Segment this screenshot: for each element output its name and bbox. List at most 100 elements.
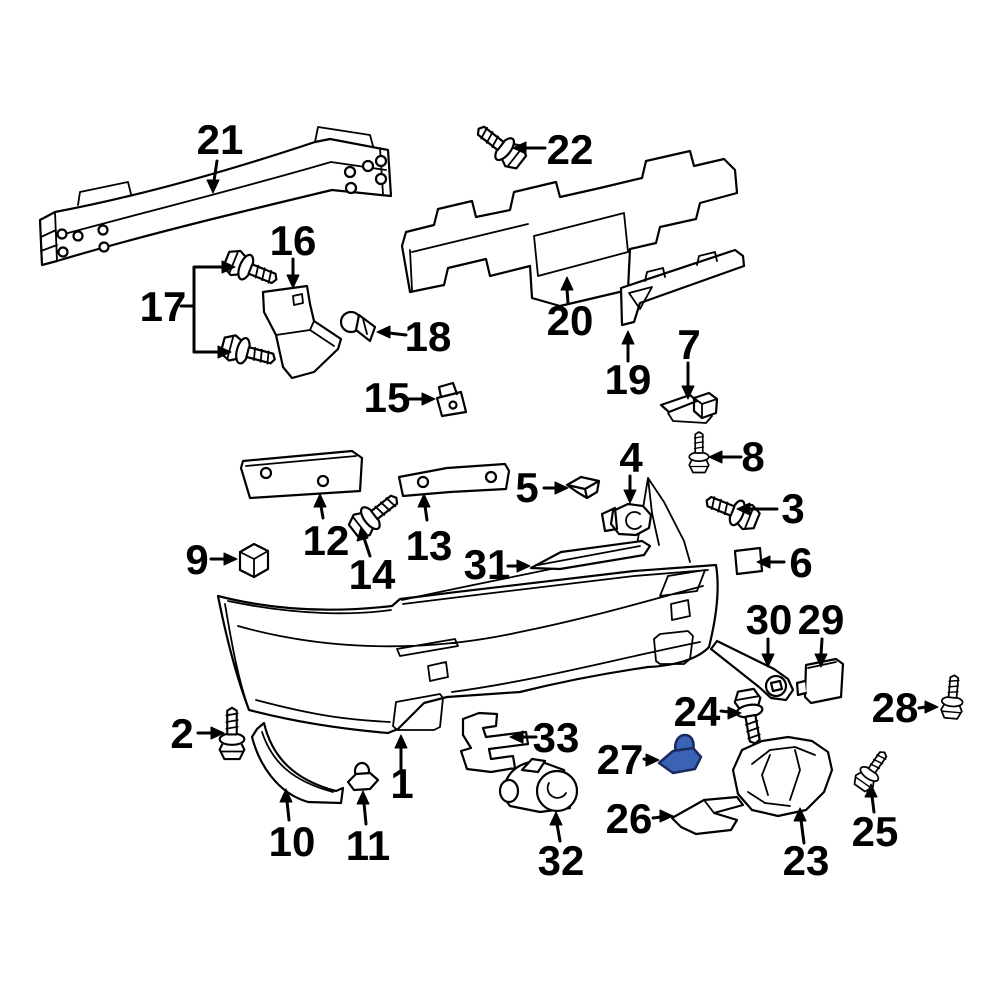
callout-label[interactable]: 29 (798, 596, 845, 643)
callout-13[interactable]: 13 (406, 493, 453, 569)
callout-25[interactable]: 25 (852, 783, 899, 855)
absorber-side-details (628, 251, 718, 323)
part-mud-guard (250, 721, 345, 805)
callout-label[interactable]: 26 (606, 795, 653, 842)
callout-label[interactable]: 7 (677, 321, 700, 368)
part-corner-clip (565, 475, 601, 500)
callout-label[interactable]: 16 (270, 217, 317, 264)
absorber-side-outline (619, 248, 746, 327)
push-clip-base (346, 771, 380, 792)
callout-label[interactable]: 2 (170, 710, 193, 757)
bracket-left-edge (245, 455, 357, 467)
callout-label[interactable]: 30 (746, 596, 793, 643)
part-molding-strip (529, 539, 652, 571)
callout-label[interactable]: 18 (405, 313, 452, 360)
callout-5[interactable]: 5 (515, 464, 569, 511)
callout-label[interactable]: 25 (852, 808, 899, 855)
part-side-bracket-left (239, 449, 364, 500)
callout-31[interactable]: 31 (464, 541, 531, 588)
sensor-face-detail (546, 782, 567, 799)
callout-label[interactable]: 22 (547, 126, 594, 173)
callout-label[interactable]: 19 (605, 356, 652, 403)
callout-33[interactable]: 33 (509, 714, 580, 761)
bracket-left-outline (239, 449, 364, 500)
callout-22[interactable]: 22 (512, 126, 594, 173)
callout-6[interactable]: 6 (756, 539, 813, 586)
impact-bar-hole (98, 241, 110, 253)
callout-27[interactable]: 27 (597, 736, 660, 783)
impact-bar-details (39, 126, 387, 266)
part-clip-seat (659, 391, 719, 424)
mud-guard-line (261, 731, 334, 793)
selected-clip-base[interactable] (657, 746, 703, 775)
callout-label[interactable]: 4 (619, 434, 643, 481)
callout-30[interactable]: 30 (746, 596, 793, 668)
callout-16[interactable]: 16 (270, 217, 317, 289)
part-cube-clip (238, 542, 270, 579)
callout-label[interactable]: 17 (140, 283, 187, 330)
callout-label[interactable]: 32 (538, 837, 585, 884)
callout-28[interactable]: 28 (872, 684, 939, 731)
callout-label[interactable]: 14 (349, 551, 396, 598)
callout-11[interactable]: 11 (346, 790, 390, 869)
callout-label[interactable]: 21 (197, 116, 244, 163)
callout-label[interactable]: 12 (303, 517, 350, 564)
callout-label[interactable]: 11 (346, 822, 390, 869)
callout-21[interactable]: 21 (197, 116, 244, 194)
callout-label[interactable]: 10 (269, 818, 316, 865)
callout-label[interactable]: 20 (547, 297, 594, 344)
part-square-clip (733, 546, 764, 576)
callout-label[interactable]: 33 (533, 714, 580, 761)
molding-line (537, 545, 641, 566)
callout-15[interactable]: 15 (364, 374, 436, 421)
part-selected-clip[interactable] (657, 733, 703, 775)
callout-label[interactable]: 9 (185, 536, 208, 583)
part-park-sensor (498, 757, 579, 814)
callout-19[interactable]: 19 (605, 330, 652, 403)
callout-20[interactable]: 20 (547, 276, 594, 344)
impact-bar-hole (56, 228, 68, 240)
callout-9[interactable]: 9 (185, 536, 238, 583)
callout-4[interactable]: 4 (619, 434, 643, 504)
callout-label[interactable]: 13 (406, 522, 453, 569)
wrench-hole (769, 679, 784, 693)
callout-29[interactable]: 29 (798, 596, 845, 668)
callout-26[interactable]: 26 (606, 795, 674, 842)
callout-7[interactable]: 7 (677, 321, 701, 400)
sensor-face (535, 769, 579, 813)
callout-1[interactable]: 1 (390, 734, 414, 807)
callout-12[interactable]: 12 (303, 493, 350, 564)
callout-label[interactable]: 15 (364, 374, 411, 421)
callout-32[interactable]: 32 (538, 811, 585, 884)
part-foam-block (731, 735, 834, 818)
callout-18[interactable]: 18 (376, 313, 452, 360)
callout-3[interactable]: 3 (736, 485, 805, 532)
callout-label[interactable]: 5 (515, 464, 538, 511)
part-tow-cover (795, 657, 845, 705)
callout-label[interactable]: 28 (872, 684, 919, 731)
bolt-icon (700, 487, 763, 534)
retainer-hole (448, 400, 458, 410)
pad-outline (670, 795, 745, 836)
callout-14[interactable]: 14 (349, 526, 396, 598)
callout-2[interactable]: 2 (170, 710, 225, 757)
callout-label[interactable]: 27 (597, 736, 644, 783)
callout-24[interactable]: 24 (674, 688, 742, 735)
callout-label[interactable]: 6 (789, 539, 812, 586)
callout-8[interactable]: 8 (708, 433, 765, 480)
callout-label[interactable]: 24 (674, 688, 721, 735)
screw-icon (688, 431, 710, 474)
square-clip-outline (733, 546, 764, 576)
callout-label[interactable]: 1 (390, 760, 413, 807)
cube-edges (239, 550, 269, 578)
callout-label[interactable]: 3 (781, 485, 804, 532)
callout-10[interactable]: 10 (269, 788, 316, 865)
bracket-hole (316, 474, 330, 488)
callout-23[interactable]: 23 (783, 807, 830, 884)
impact-bar-hole (57, 246, 69, 258)
callout-label[interactable]: 31 (464, 541, 511, 588)
callout-label[interactable]: 23 (783, 837, 830, 884)
clip-nut-line (362, 318, 368, 335)
callout-17[interactable]: 17 (140, 260, 236, 359)
callout-label[interactable]: 8 (741, 433, 764, 480)
